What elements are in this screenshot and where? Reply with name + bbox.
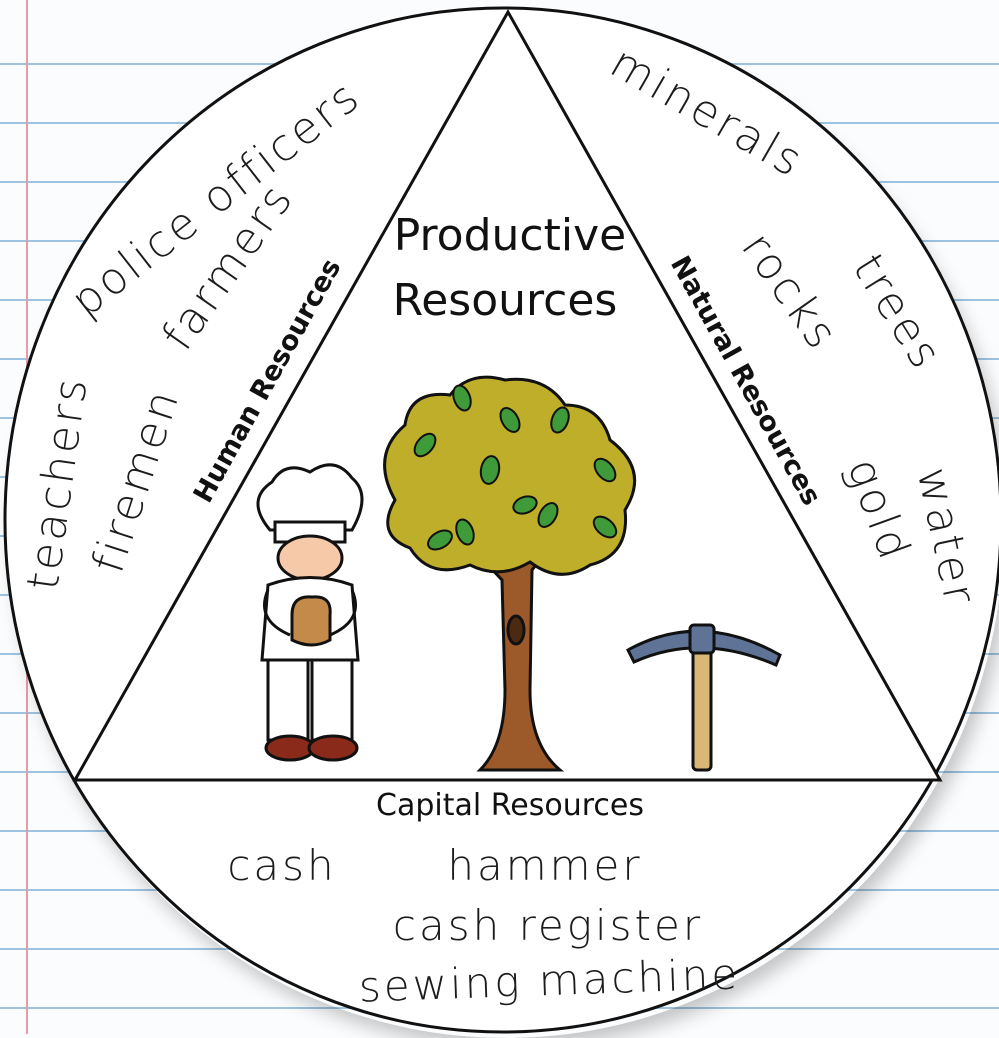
capital-example-hammer: hammer (447, 841, 642, 890)
tree-icon (383, 375, 637, 772)
center-title-line2: Resources (393, 275, 618, 326)
capital-example-cash: cash (227, 841, 336, 890)
pickaxe-icon (626, 623, 782, 772)
center-title-line1: Productive (394, 210, 626, 261)
capital-example-cash-register: cash register (393, 901, 703, 950)
capital-resources-label: Capital Resources (376, 788, 644, 823)
chef-icon (256, 463, 364, 762)
